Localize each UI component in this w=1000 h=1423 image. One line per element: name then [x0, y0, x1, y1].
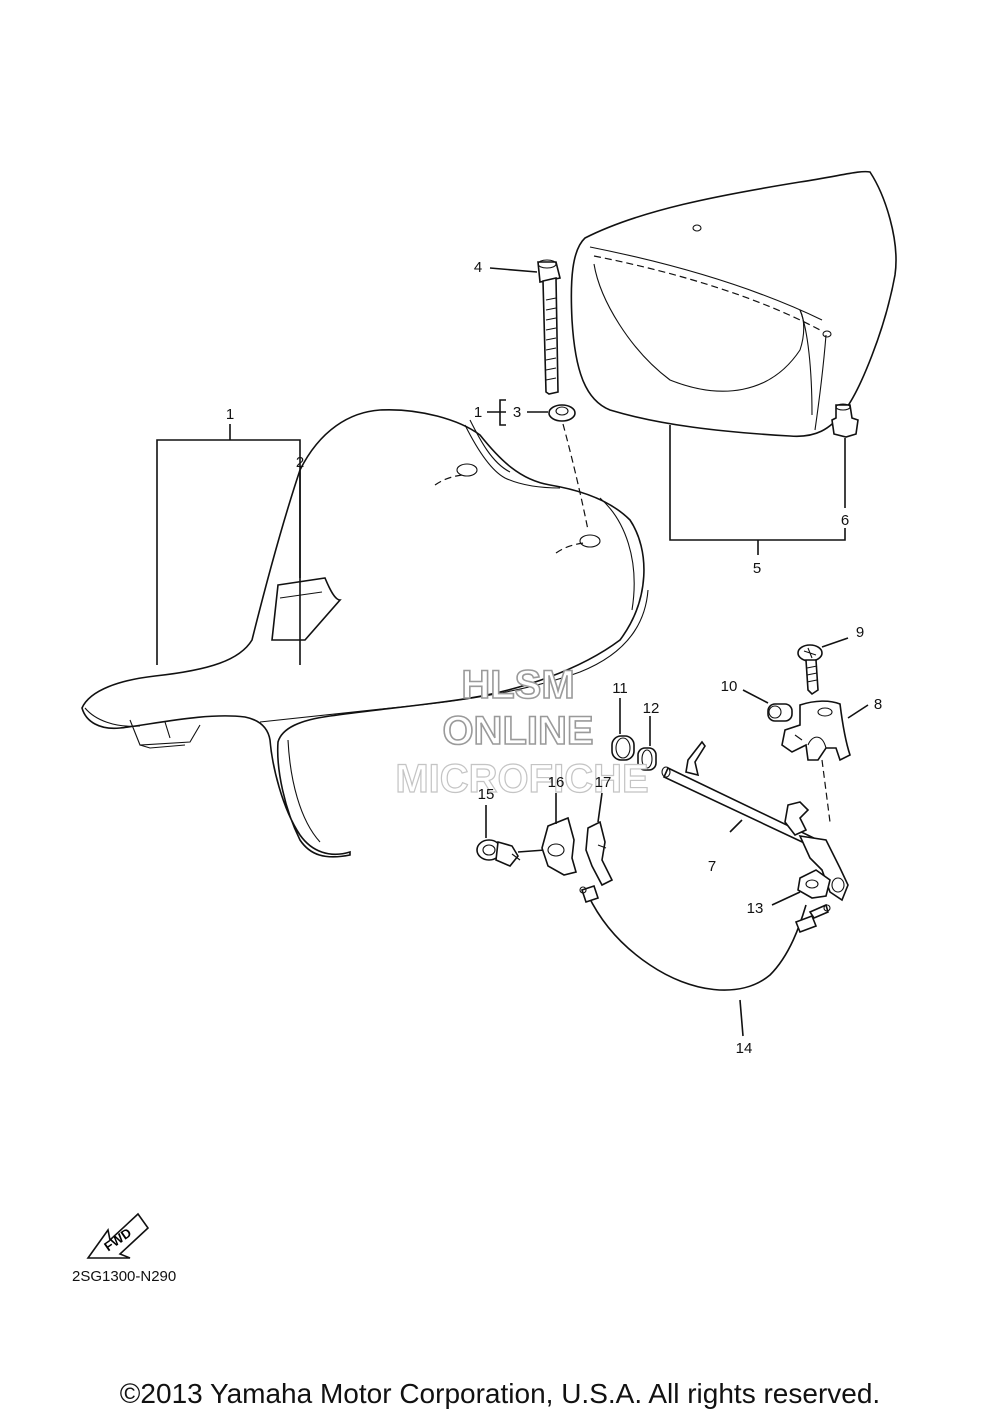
bushing[interactable] [767, 703, 793, 722]
callout-10: 10 [721, 678, 738, 695]
copyright-notice: ©2013 Yamaha Motor Corporation, U.S.A. A… [119, 1378, 881, 1409]
front-seat[interactable] [81, 408, 649, 858]
lock-bracket[interactable] [541, 816, 577, 876]
diagram-code: 2SG1300-N290 [72, 1268, 177, 1285]
callout-2: 2 [296, 454, 304, 471]
callout-15: 15 [478, 786, 495, 803]
callout-9: 9 [856, 624, 864, 641]
bolt[interactable] [537, 259, 561, 395]
callout-13: 13 [747, 900, 764, 917]
watermark-line3: MICROFICHE [395, 757, 648, 801]
grommet[interactable] [548, 404, 576, 422]
callout-1: 1 [226, 406, 234, 423]
callout-17: 17 [595, 774, 612, 791]
clip[interactable] [797, 869, 831, 899]
callout-4: 4 [474, 259, 482, 276]
collar[interactable] [637, 747, 657, 771]
callout-14: 14 [736, 1040, 753, 1057]
callout-7: 7 [708, 858, 716, 875]
callout-5: 5 [753, 560, 761, 577]
watermark: HLSM ONLINE MICROFICHE [395, 662, 650, 801]
grommet-large[interactable] [611, 735, 635, 761]
callout-16: 16 [548, 774, 565, 791]
screw[interactable] [797, 644, 823, 696]
callout-8: 8 [874, 696, 882, 713]
rear-seat[interactable] [570, 170, 897, 438]
callout-1-grommet: 1 [474, 404, 482, 421]
watermark-line1: HLSM [461, 663, 574, 707]
lock-cylinder[interactable] [476, 839, 521, 867]
rear-seat-fastener[interactable] [831, 403, 859, 438]
fwd-arrow: FWD [86, 1212, 150, 1259]
seat-lock-cable[interactable] [579, 884, 831, 991]
callout-6: 6 [841, 512, 849, 529]
callout-11: 11 [612, 680, 628, 697]
hook-bracket[interactable] [781, 700, 851, 762]
callout-12: 12 [643, 700, 660, 717]
lock-rod[interactable] [661, 740, 849, 902]
watermark-line2: ONLINE [442, 709, 593, 753]
callout-3: 3 [513, 404, 521, 421]
lock-lever[interactable] [585, 820, 614, 887]
callout-labels: 1 2 1 3 4 5 6 7 8 9 10 11 12 13 14 15 16… [226, 259, 882, 1057]
